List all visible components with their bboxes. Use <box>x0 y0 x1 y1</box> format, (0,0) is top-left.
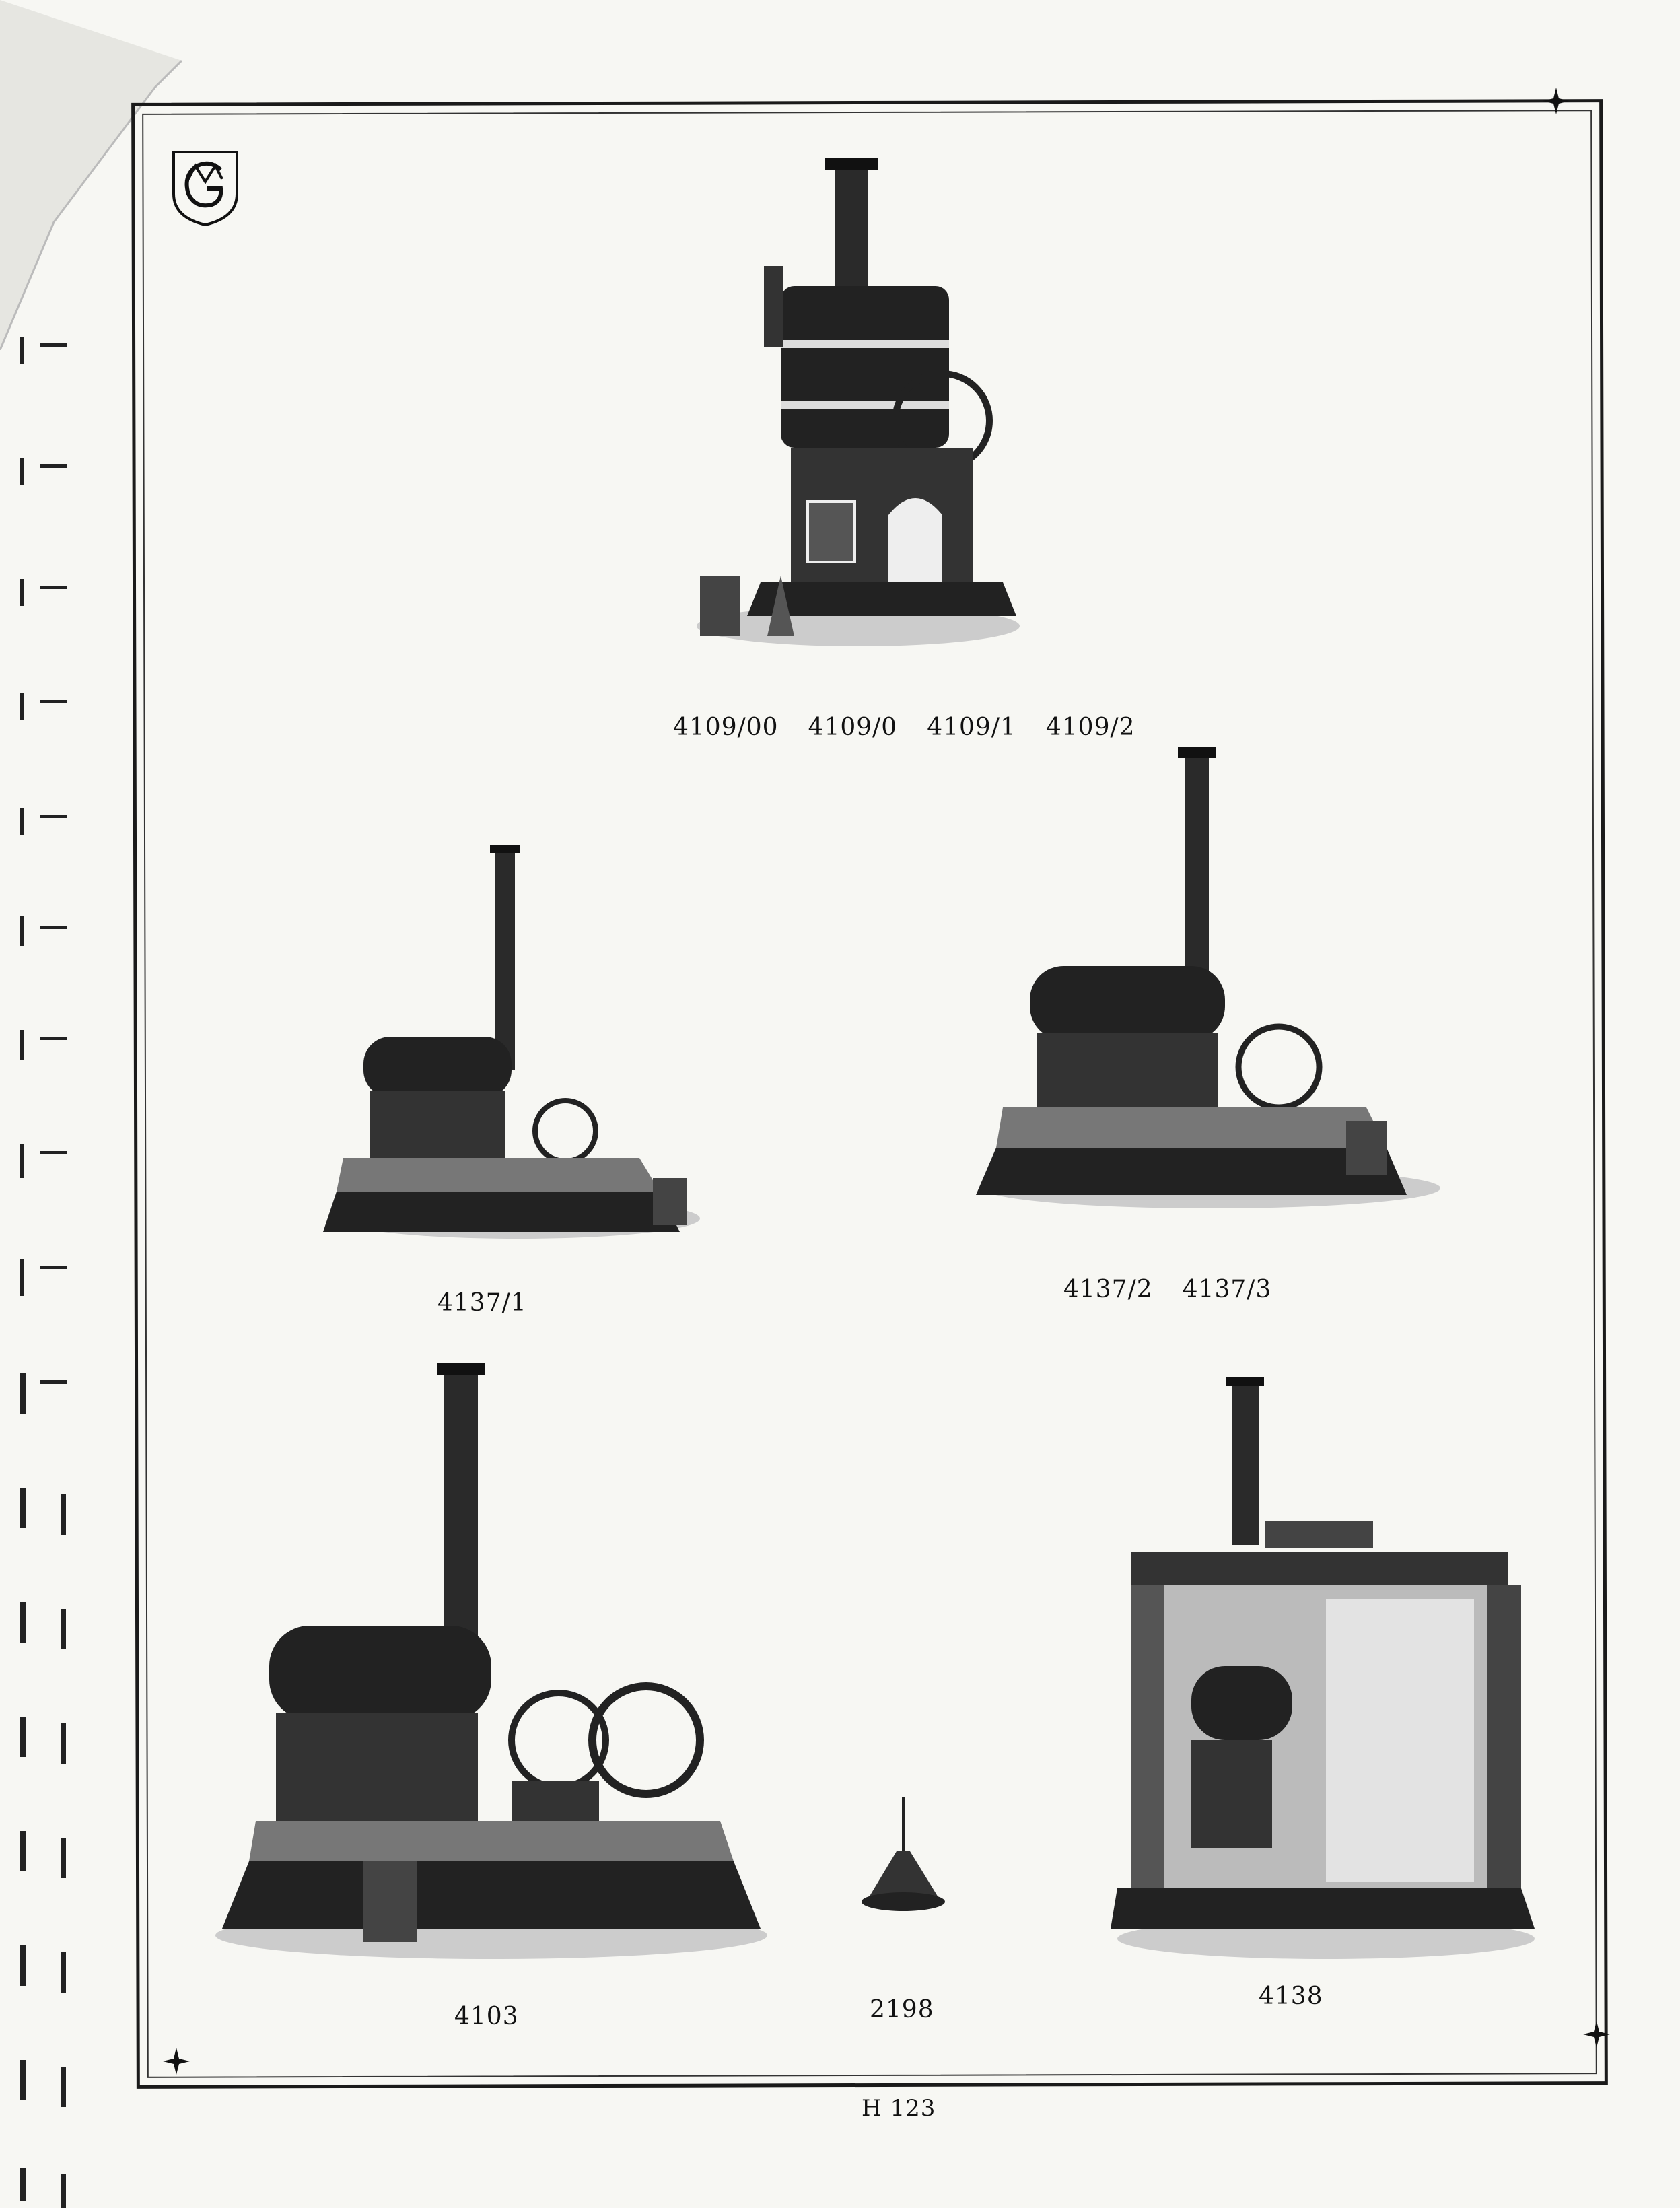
corner-ornament-icon <box>163 2048 190 2075</box>
large-horizontal-steam-engine-illustration <box>215 1363 767 1959</box>
horizontal-steam-engine-small-illustration <box>323 845 700 1239</box>
company-logo-shield <box>172 151 238 227</box>
corner-ornament-icon <box>1583 2021 1610 2048</box>
page-number: H 123 <box>862 2095 936 2122</box>
product-label-4103: 4103 <box>454 2003 519 2030</box>
product-label-2198: 2198 <box>870 1996 934 2024</box>
corner-ornament-icon <box>1543 88 1570 114</box>
spiral-binding-holes <box>20 337 67 2208</box>
product-label-4138: 4138 <box>1259 1982 1323 2010</box>
vertical-steam-engine-illustration <box>697 158 1020 646</box>
product-label-4137-1: 4137/1 <box>438 1289 527 1317</box>
page-curl-shadow <box>0 0 182 350</box>
engine-house-illustration <box>1111 1377 1535 1959</box>
horizontal-steam-engine-medium-illustration <box>976 747 1440 1208</box>
oil-can-illustration <box>862 1797 945 1911</box>
